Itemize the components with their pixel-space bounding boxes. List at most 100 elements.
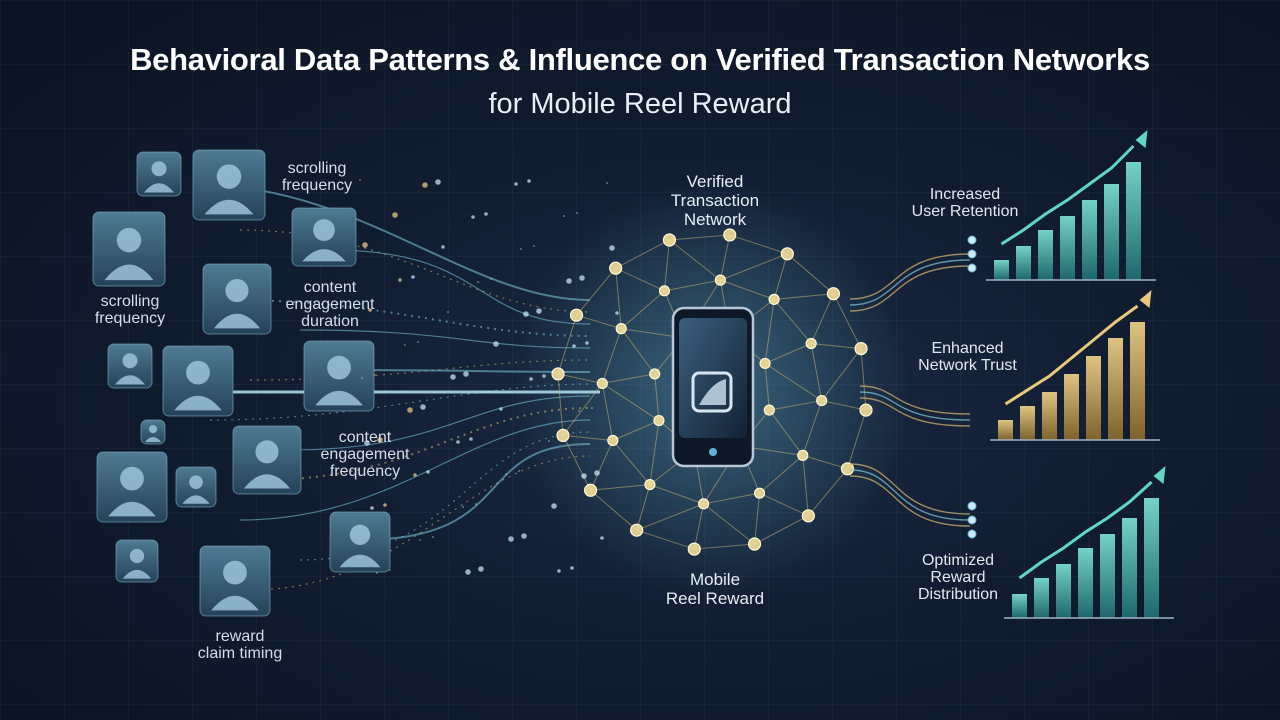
network-edge <box>557 315 577 375</box>
bar-mark <box>1082 200 1097 280</box>
trend-arrow-line <box>1018 480 1153 580</box>
network-edge <box>802 400 823 456</box>
page-title: Behavioral Data Patterns & Influence on … <box>130 42 1150 77</box>
bar-mark <box>1064 374 1079 440</box>
output-connector <box>849 475 971 527</box>
network-edge <box>810 343 823 401</box>
network-node <box>801 509 815 523</box>
bar-mark <box>1060 216 1075 280</box>
network-edge <box>769 400 822 411</box>
data-particle <box>514 182 518 186</box>
data-particle <box>389 569 391 571</box>
network-edge <box>703 503 755 545</box>
retention-bar-chart <box>986 130 1156 281</box>
output-connector <box>859 385 971 415</box>
data-particle <box>576 212 578 214</box>
network-edge <box>719 234 731 281</box>
user-avatar-icon <box>140 419 166 445</box>
user-avatar-icon <box>175 466 217 508</box>
network-edge <box>636 529 695 550</box>
output-connector <box>849 259 971 306</box>
network-edge <box>693 503 705 550</box>
network-edge <box>612 440 651 485</box>
user-avatar-icon <box>202 263 272 335</box>
data-particle <box>536 308 542 314</box>
network-node <box>859 403 873 417</box>
network-edge <box>576 314 622 330</box>
data-particle <box>591 407 593 409</box>
network-edge <box>821 400 867 411</box>
network-edge <box>764 363 770 411</box>
network-edge <box>860 348 867 411</box>
network-edge <box>601 328 622 384</box>
data-particle <box>420 404 426 410</box>
network-edge <box>821 348 862 401</box>
network-node <box>615 323 627 335</box>
bar-mark <box>1078 548 1093 618</box>
data-particle <box>563 215 565 217</box>
trend-arrow-line <box>1000 144 1135 246</box>
network-node <box>759 357 771 370</box>
data-particle <box>508 536 514 542</box>
network-edge <box>590 484 650 491</box>
data-stream-line <box>239 419 591 521</box>
user-avatar-icon <box>107 343 153 389</box>
network-node <box>662 233 677 247</box>
trend-arrow-line <box>1004 304 1139 406</box>
output-connector <box>859 391 971 421</box>
network-edge <box>654 373 660 421</box>
network-node <box>768 293 780 305</box>
network-node <box>805 337 817 350</box>
data-stream-line <box>239 229 591 313</box>
data-particle <box>529 377 533 381</box>
data-particle <box>484 212 488 216</box>
data-particle <box>527 179 531 183</box>
network-edge <box>773 299 812 344</box>
network-node <box>840 462 855 476</box>
network-edge <box>576 267 617 316</box>
data-particle <box>579 275 585 281</box>
data-stream-line <box>229 299 591 337</box>
data-particle <box>548 440 550 442</box>
data-particle <box>615 311 619 315</box>
network-edge <box>562 435 592 491</box>
data-stream-line <box>359 443 591 541</box>
bar-mark <box>1012 594 1027 618</box>
connector-dot <box>967 515 977 525</box>
network-edge <box>703 492 760 505</box>
network-edge <box>802 455 809 516</box>
data-particle <box>361 377 363 379</box>
network-edge <box>832 293 862 349</box>
network-node <box>816 394 828 407</box>
data-particle <box>542 374 546 378</box>
network-node <box>569 308 584 322</box>
data-particle <box>376 572 378 574</box>
network-edge <box>764 343 812 364</box>
data-particle <box>364 440 370 446</box>
user-avatar-icon <box>96 451 168 523</box>
network-node <box>687 542 701 556</box>
trust-bar-chart <box>990 290 1160 441</box>
user-avatar-icon <box>232 425 302 495</box>
user-avatar-icon <box>199 545 271 617</box>
data-particle <box>370 506 374 510</box>
data-particle <box>499 407 503 411</box>
data-particle <box>362 242 368 248</box>
network-edge <box>847 409 867 469</box>
network-node <box>644 479 656 491</box>
network-node <box>556 428 570 443</box>
network-edge <box>663 239 670 291</box>
network-edge <box>562 383 603 436</box>
data-particle <box>471 215 475 219</box>
network-edge <box>620 290 665 330</box>
data-particle <box>465 569 471 575</box>
network-node <box>854 341 868 356</box>
data-particle <box>413 473 417 477</box>
data-particle <box>521 533 527 539</box>
bar-mark <box>1104 184 1119 280</box>
network-edge <box>764 299 775 364</box>
network-edge <box>664 279 721 292</box>
